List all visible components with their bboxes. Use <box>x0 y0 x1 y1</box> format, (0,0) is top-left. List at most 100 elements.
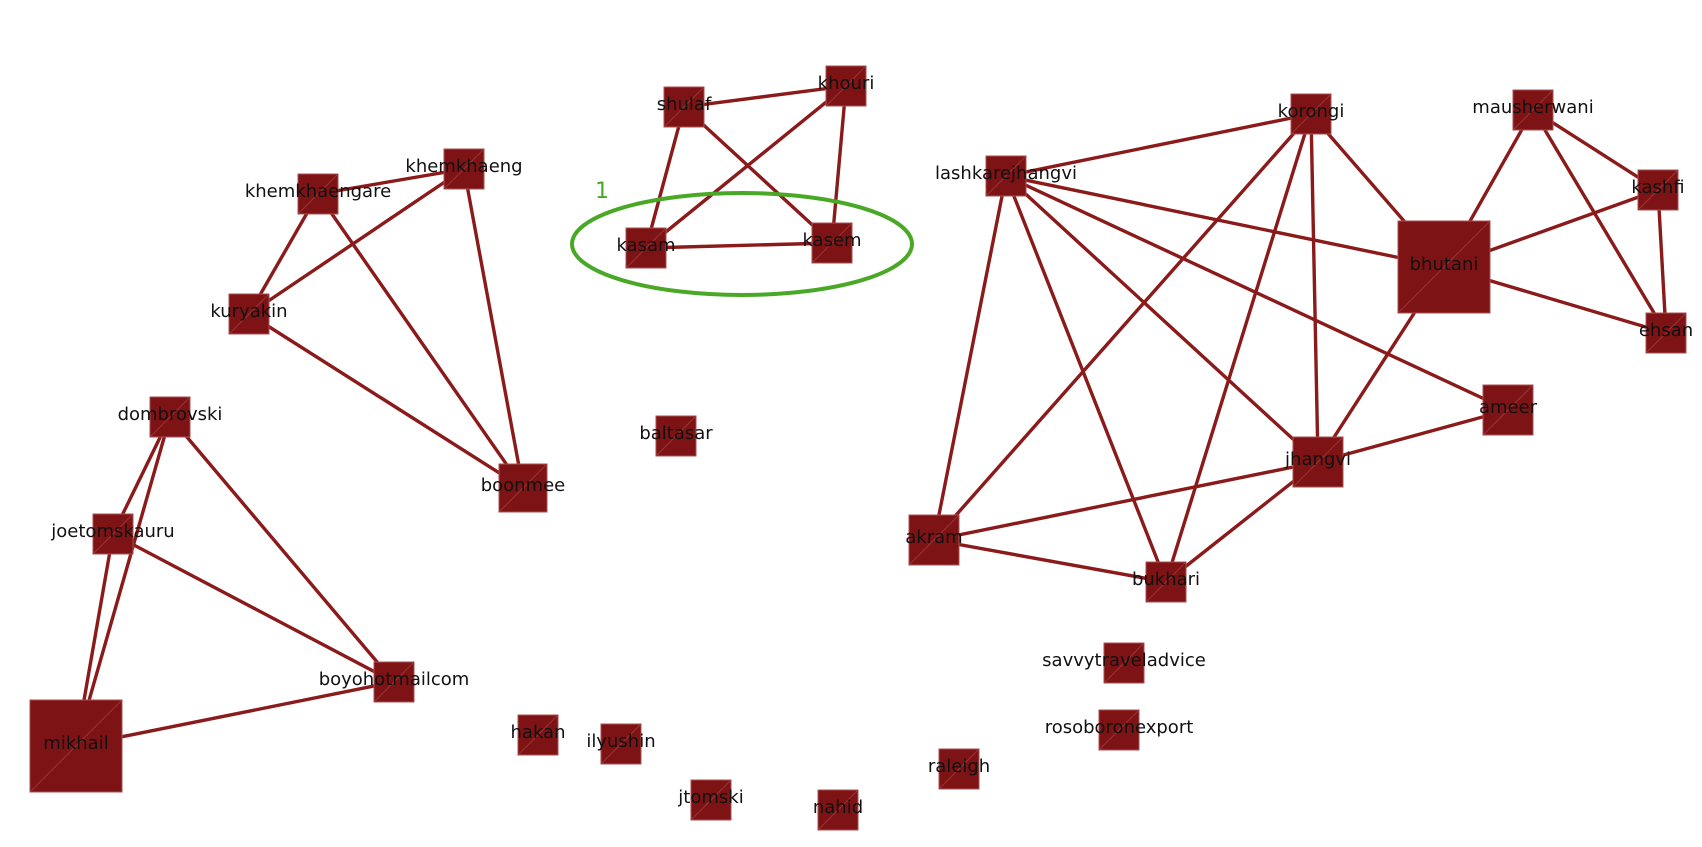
node-highlight <box>1292 436 1344 488</box>
edge-khemkhaengare-khemkhaeng <box>316 167 466 196</box>
edge-jhangvi-akram <box>932 460 1320 542</box>
edge-khouri-kasem <box>830 84 848 245</box>
node-highlight <box>228 293 270 335</box>
node-label: boonmee <box>481 475 566 496</box>
node-highlight <box>600 723 642 765</box>
node-highlight <box>517 714 559 756</box>
edge-lashkarejhangvi-bukhari <box>1004 174 1168 584</box>
node-dombrovski[interactable]: dombrovski <box>118 396 223 438</box>
node-ehsan[interactable]: ehsan <box>1639 312 1693 354</box>
node-highlight <box>1145 561 1187 603</box>
annotation-ellipse <box>570 191 914 297</box>
node-raleigh[interactable]: raleigh <box>928 748 990 790</box>
edge-ameer-jhangvi <box>1316 408 1510 464</box>
node-label: bhutani <box>1410 254 1479 275</box>
node-highlight <box>663 86 705 128</box>
node-highlight <box>1290 93 1332 135</box>
node-highlight <box>690 779 732 821</box>
edge-shulaf-kasam <box>644 105 686 250</box>
node-label: dombrovski <box>118 404 223 425</box>
edge-korongi-bukhari <box>1164 112 1313 584</box>
node-highlight <box>655 415 697 457</box>
edge-akram-bukhari <box>932 538 1168 584</box>
node-label: hakan <box>511 722 566 743</box>
node-highlight <box>811 222 853 264</box>
node-korongi[interactable]: korongi <box>1278 93 1345 135</box>
node-highlight <box>825 65 867 107</box>
node-highlight <box>29 699 123 793</box>
node-highlight <box>985 155 1027 197</box>
node-khemkhaengare[interactable]: khemkhaengare <box>245 173 391 215</box>
node-highlight <box>1098 709 1140 751</box>
edge-lashkarejhangvi-bhutani <box>1004 174 1446 269</box>
node-bukhari[interactable]: bukhari <box>1132 561 1200 603</box>
node-highlight <box>149 396 191 438</box>
edge-mausherwani-kashfi <box>1531 108 1660 192</box>
node-hakan[interactable]: hakan <box>511 714 566 756</box>
edge-mausherwani-ehsan <box>1531 108 1668 335</box>
edge-lashkarejhangvi-akram <box>932 174 1008 542</box>
node-label: mikhail <box>43 733 108 754</box>
edge-khemkhaeng-kuryakin <box>247 167 466 316</box>
node-label: ehsan <box>1639 320 1693 341</box>
node-label: akram <box>905 527 962 548</box>
node-highlight <box>938 748 980 790</box>
edge-dombrovski-mikhail <box>74 415 172 748</box>
node-label: bukhari <box>1132 569 1200 590</box>
edge-joetomskauru-boyohotmailcom <box>111 532 396 684</box>
node-baltasar[interactable]: baltasar <box>639 415 713 457</box>
node-savvytraveladvice[interactable]: savvytraveladvice <box>1042 642 1206 684</box>
node-shulaf[interactable]: shulaf <box>657 86 712 128</box>
node-highlight <box>443 148 485 190</box>
edge-kasam-kasem <box>644 241 834 250</box>
graph-edges <box>74 84 1668 748</box>
node-lashkarejhangvi[interactable]: lashkarejhangvi <box>935 155 1077 197</box>
node-mausherwani[interactable]: mausherwani <box>1472 89 1594 131</box>
node-ilyushin[interactable]: ilyushin <box>586 723 656 765</box>
node-kasam[interactable]: kasam <box>616 227 676 269</box>
node-label: rosoboronexport <box>1045 717 1194 738</box>
node-label: khemkhaengare <box>245 181 391 202</box>
node-label: ilyushin <box>586 731 655 752</box>
node-nahid[interactable]: nahid <box>813 789 863 831</box>
node-label: jhangvi <box>1284 449 1351 470</box>
node-label: kasam <box>616 235 675 256</box>
node-kasem[interactable]: kasem <box>802 222 862 264</box>
node-highlight <box>1397 220 1491 314</box>
edge-khemkhaeng-boonmee <box>462 167 525 490</box>
node-jhangvi[interactable]: jhangvi <box>1284 436 1351 488</box>
edge-dombrovski-boyohotmailcom <box>168 415 396 684</box>
node-bhutani[interactable]: bhutani <box>1397 220 1491 314</box>
edge-lashkarejhangvi-korongi <box>1004 112 1313 178</box>
node-boyohotmailcom[interactable]: boyohotmailcom <box>319 661 470 703</box>
node-highlight <box>625 227 667 269</box>
edge-kashfi-ehsan <box>1656 188 1668 335</box>
node-highlight <box>1103 642 1145 684</box>
node-label: shulaf <box>657 94 712 115</box>
node-kuryakin[interactable]: kuryakin <box>210 293 288 335</box>
node-label: kasem <box>802 230 861 251</box>
node-mikhail[interactable]: mikhail <box>29 699 123 793</box>
node-khemkhaeng[interactable]: khemkhaeng <box>405 148 523 190</box>
node-rosoboronexport[interactable]: rosoboronexport <box>1045 709 1194 751</box>
annotation-highlight: 1 <box>570 179 914 297</box>
node-akram[interactable]: akram <box>905 514 963 566</box>
node-label: baltasar <box>639 423 713 444</box>
node-highlight <box>908 514 960 566</box>
node-jtomski[interactable]: jtomski <box>677 779 744 821</box>
node-joetomskauru[interactable]: joetomskauru <box>50 513 175 555</box>
edge-mikhail-boyohotmailcom <box>74 680 396 748</box>
node-label: kashfi <box>1631 177 1684 198</box>
node-boonmee[interactable]: boonmee <box>481 463 566 513</box>
node-label: savvytraveladvice <box>1042 650 1206 671</box>
node-kashfi[interactable]: kashfi <box>1631 169 1685 211</box>
node-label: jtomski <box>677 787 743 808</box>
node-label: lashkarejhangvi <box>935 163 1077 184</box>
node-highlight <box>373 661 415 703</box>
node-highlight <box>817 789 859 831</box>
node-label: nahid <box>813 797 863 818</box>
node-khouri[interactable]: khouri <box>818 65 875 107</box>
node-ameer[interactable]: ameer <box>1479 384 1538 436</box>
node-highlight <box>498 463 548 513</box>
edge-lashkarejhangvi-jhangvi <box>1004 174 1320 464</box>
